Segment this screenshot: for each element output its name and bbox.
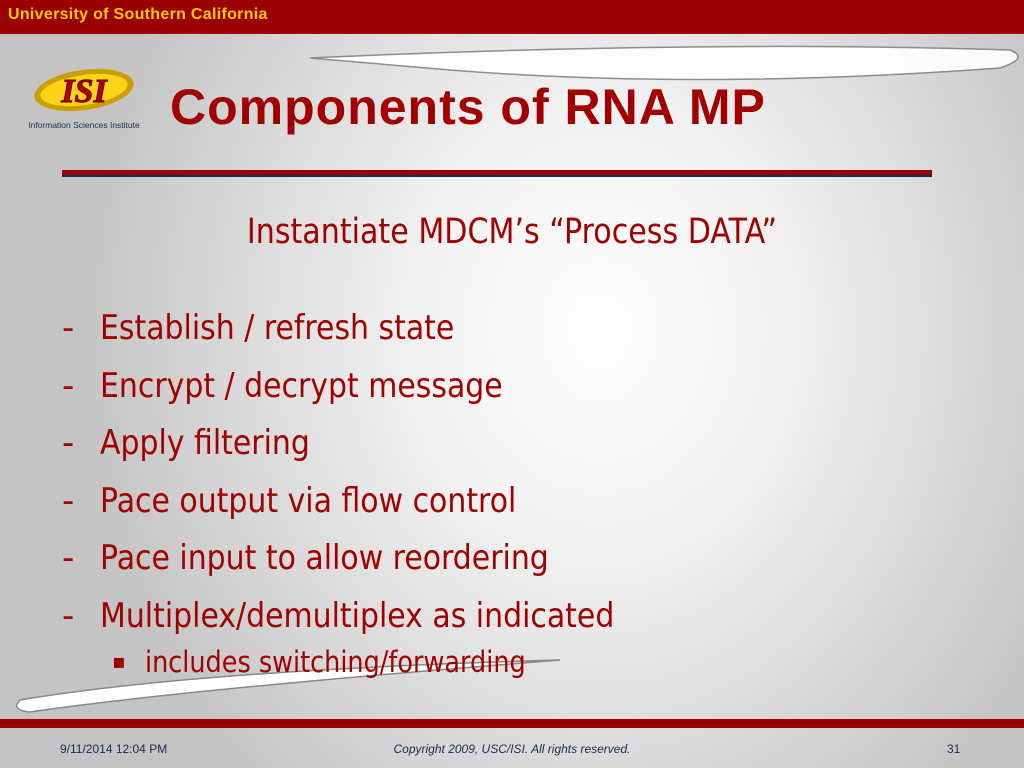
bullet-text: Apply filtering [100, 423, 310, 463]
bullet-item: - Encrypt / decrypt message [62, 366, 962, 424]
sub-bullet-text: includes switching/forwarding [145, 645, 526, 679]
sub-bullet-marker: ▪ [112, 649, 126, 673]
bullet-item: - Pace output via flow control [62, 481, 962, 539]
bullet-text: Pace input to allow reordering [100, 538, 549, 578]
footer-copyright: Copyright 2009, USC/ISI. All rights rese… [393, 742, 631, 756]
footer-date: 9/11/2014 12:04 PM [60, 742, 168, 756]
page-number: 31 [947, 742, 961, 756]
title-divider [62, 170, 932, 177]
bullet-item: - Establish / refresh state [62, 308, 962, 366]
bullet-text: Establish / refresh state [100, 308, 455, 348]
bullet-marker: - [62, 595, 75, 636]
bullet-marker: - [62, 423, 75, 463]
bullet-marker: - [62, 538, 75, 578]
sub-bullet-item: ▪ includes switching/forwarding [112, 645, 962, 685]
bullet-marker: - [62, 365, 75, 406]
bullet-text: Pace output via flow control [100, 480, 517, 521]
slide-subtitle: Instantiate MDCM’s “Process DATA” [246, 212, 778, 252]
footer-bar [0, 719, 1024, 728]
isi-logo: ISI Information Sciences Institute [28, 69, 140, 130]
bullet-list: - Establish / refresh state - Encrypt / … [62, 308, 962, 685]
bullet-marker: - [62, 308, 75, 348]
logo-subtext: Information Sciences Institute [28, 120, 140, 130]
bullet-marker: - [62, 480, 75, 521]
bullet-text: Multiplex/demultiplex as indicated [100, 595, 615, 636]
bullet-item: - Pace input to allow reordering [62, 538, 962, 596]
university-name: University of Southern California [8, 6, 268, 23]
header-bar: University of Southern California [0, 0, 1024, 34]
bullet-text: Encrypt / decrypt message [100, 365, 503, 406]
bullet-item: - Apply filtering [62, 423, 962, 481]
slide-title: Components of RNA MP [170, 79, 766, 135]
bullet-item: - Multiplex/demultiplex as indicated [62, 596, 962, 654]
logo-text: ISI [60, 73, 108, 110]
